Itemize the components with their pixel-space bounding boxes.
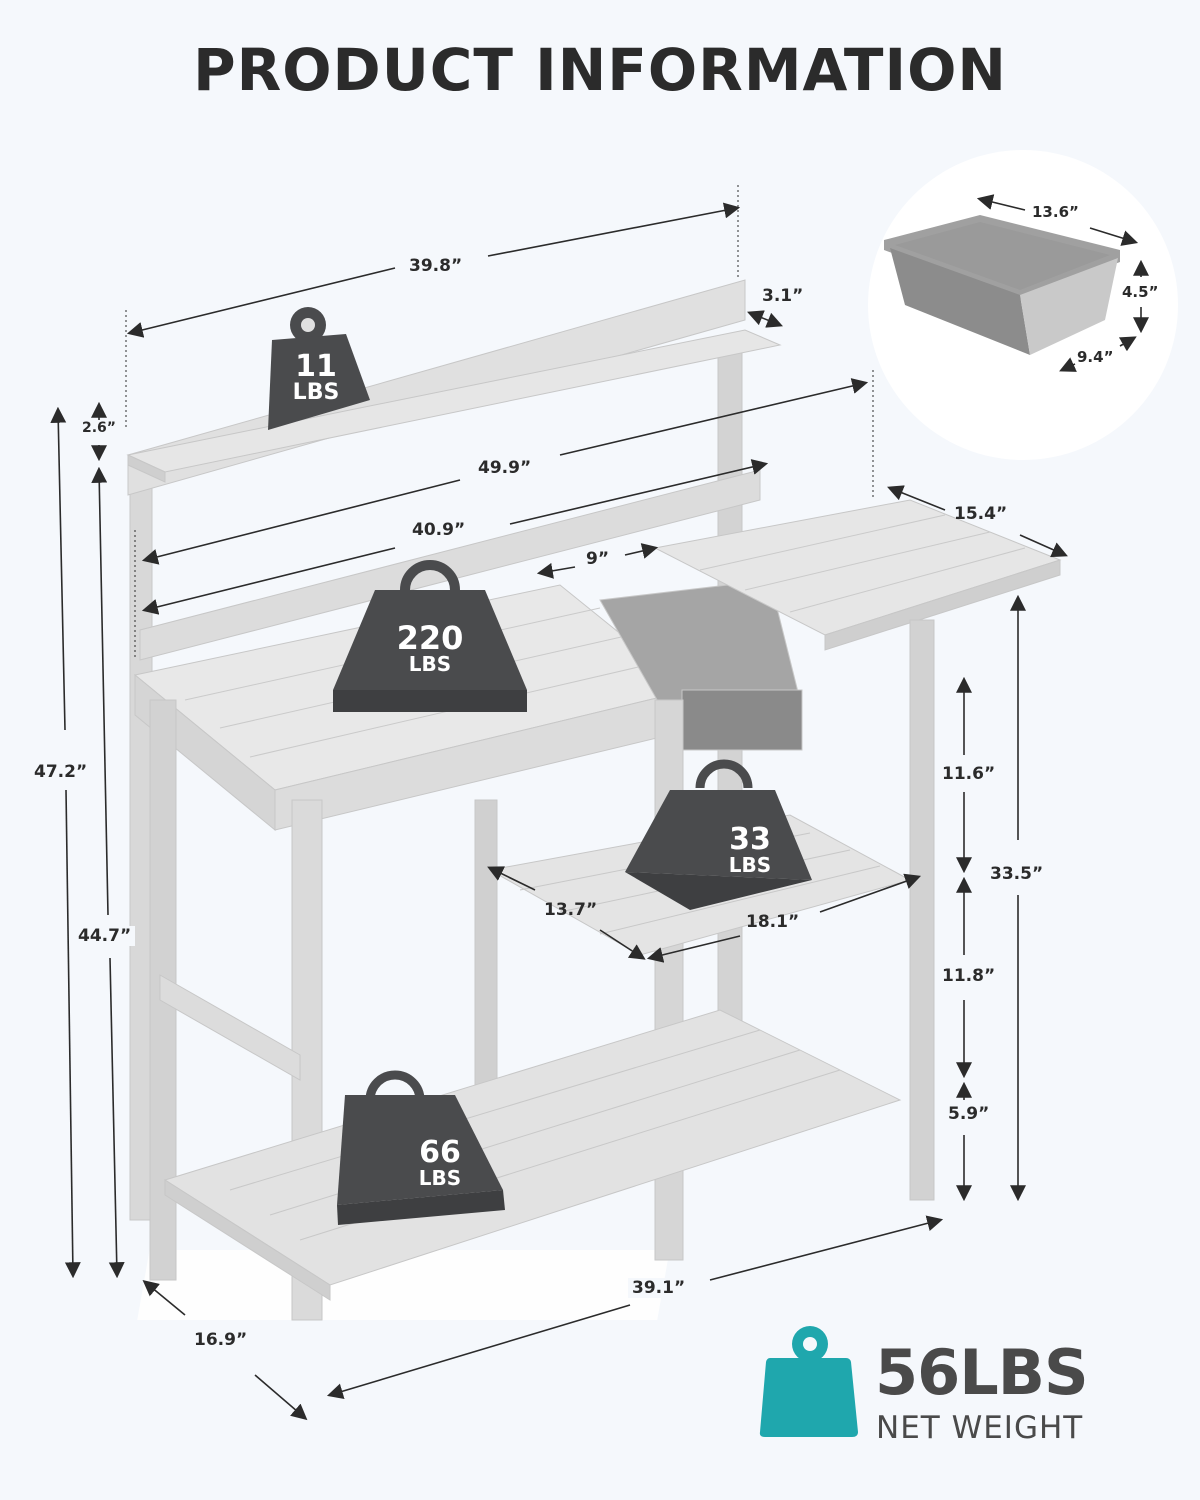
weight-unit: LBS — [292, 380, 340, 405]
page-title: PRODUCT INFORMATION — [193, 36, 1007, 104]
dim-work-height: 33.5” — [986, 864, 1048, 884]
dim-side-table-depth: 15.4” — [954, 504, 1008, 524]
weight-unit: LBS — [418, 1166, 462, 1190]
dim-backboard-height: 2.6” — [78, 420, 121, 436]
sink-width: 9.4” — [1077, 348, 1114, 366]
net-weight-label: NET WEIGHT — [876, 1410, 1084, 1446]
dim-middle-shelf-width: 18.1” — [746, 912, 800, 932]
dim-upper-shelf-gap: 11.6” — [938, 764, 1000, 784]
dim-sink-gap: 9” — [586, 549, 610, 569]
weight-unit: LBS — [728, 853, 772, 877]
dim-lower-shelf-gap: 11.8” — [938, 966, 1000, 986]
dim-backboard-width: 39.8” — [405, 256, 467, 276]
weight-value: 220 — [396, 619, 464, 657]
weight-value: 11 — [295, 349, 337, 384]
dim-base-width: 39.1” — [628, 1278, 690, 1298]
dim-total-height: 47.2” — [30, 762, 92, 782]
net-weight-value: 56LBS — [875, 1336, 1089, 1409]
dim-bottom-clearance: 5.9” — [944, 1104, 994, 1124]
weight-value: 33 — [729, 822, 771, 857]
weight-66lbs: 66 LBS — [395, 1135, 485, 1190]
weight-value: 66 — [419, 1135, 461, 1170]
dim-shelf-height: 44.7” — [74, 926, 136, 946]
sink-length: 13.6” — [1028, 203, 1083, 221]
weight-33lbs: 33 LBS — [705, 822, 795, 877]
net-weight-icon — [759, 1326, 858, 1437]
dim-base-depth: 16.9” — [194, 1330, 248, 1350]
sink-depth: 4.5” — [1122, 283, 1159, 301]
weight-11lbs: 11 LBS — [276, 352, 356, 404]
weight-unit: LBS — [408, 652, 452, 676]
weight-220lbs: 220 LBS — [380, 622, 480, 674]
dim-tabletop-width: 40.9” — [408, 520, 470, 540]
dim-overall-width: 49.9” — [474, 458, 536, 478]
sink-basin-icon — [884, 215, 1120, 355]
dim-middle-shelf-depth: 13.7” — [544, 900, 598, 920]
dim-shelf-depth: 3.1” — [762, 286, 804, 306]
